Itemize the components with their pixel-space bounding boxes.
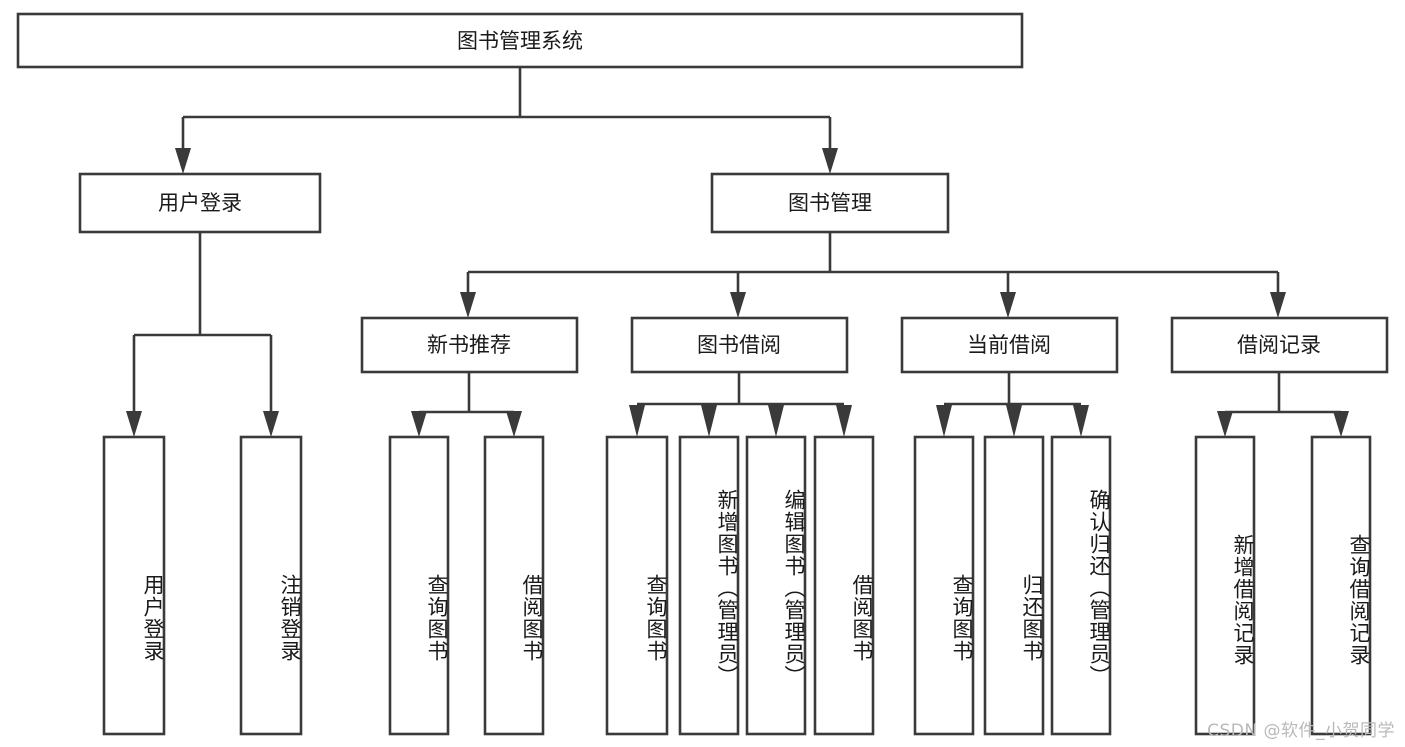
leaf-box-edit-book-admin[interactable] — [745, 435, 807, 736]
node-book-management-label: 图书管理 — [788, 191, 872, 215]
arrowhead-book-borrow-3 — [768, 405, 784, 437]
node-root-box[interactable] — [16, 12, 1024, 69]
node-current-borrow-box[interactable] — [900, 316, 1119, 374]
arrowhead-to-book-mgmt — [822, 148, 838, 174]
node-new-book-recommend-box[interactable] — [360, 316, 579, 374]
node-new-book-recommend[interactable]: 新书推荐 — [360, 316, 579, 374]
arrowhead-current-borrow-3 — [1073, 405, 1089, 437]
node-borrow-records[interactable]: 借阅记录 — [1170, 316, 1389, 374]
leaf-box-query-book-3[interactable] — [913, 435, 975, 736]
arrowhead-to-borrow-records — [1270, 292, 1286, 318]
arrowhead-user-login-2 — [263, 411, 279, 437]
leaf-box-add-record[interactable] — [1194, 435, 1256, 736]
arrowhead-book-borrow-1 — [629, 405, 645, 437]
leaf-box-logout[interactable] — [239, 435, 303, 736]
arrowhead-to-book-borrow — [730, 292, 746, 318]
node-book-borrow-box[interactable] — [630, 316, 849, 374]
node-current-borrow-label: 当前借阅 — [967, 333, 1051, 357]
node-book-management-box[interactable] — [710, 172, 950, 234]
node-book-borrow-label: 图书借阅 — [697, 333, 781, 357]
leaf-box-query-book-2[interactable] — [605, 435, 669, 736]
node-borrow-records-label: 借阅记录 — [1237, 333, 1321, 357]
leaf-box-user-login[interactable] — [102, 435, 166, 736]
node-new-book-recommend-label: 新书推荐 — [427, 333, 511, 357]
node-user-login-box[interactable] — [78, 172, 322, 234]
arrowhead-new-books-2 — [506, 411, 522, 437]
node-user-login-label: 用户登录 — [158, 191, 242, 215]
arrowhead-book-borrow-2 — [701, 405, 717, 437]
leaf-box-return-book[interactable] — [983, 435, 1045, 736]
leaf-box-borrow-book-2[interactable] — [813, 435, 875, 736]
arrowhead-user-login-1 — [126, 411, 142, 437]
connector-layer — [126, 67, 1349, 437]
node-user-login[interactable]: 用户登录 — [78, 172, 322, 234]
leaf-box-query-book-1[interactable] — [388, 435, 450, 736]
node-borrow-records-box[interactable] — [1170, 316, 1389, 374]
arrowhead-to-current-borrow — [1000, 292, 1016, 318]
arrowhead-to-new-books — [460, 292, 476, 318]
leaf-box-add-book-admin[interactable] — [678, 435, 740, 736]
arrowhead-current-borrow-2 — [1006, 405, 1022, 437]
arrowhead-to-user-login — [175, 148, 191, 174]
arrowhead-current-borrow-1 — [936, 405, 952, 437]
node-current-borrow[interactable]: 当前借阅 — [900, 316, 1119, 374]
leaf-box-borrow-book-1[interactable] — [483, 435, 545, 736]
csdn-watermark: CSDN @软件_小贺同学 — [1207, 721, 1395, 741]
arrowhead-borrow-records-1 — [1217, 411, 1233, 437]
leaf-box-query-record[interactable] — [1310, 435, 1372, 736]
leaf-box-confirm-return[interactable] — [1050, 435, 1112, 736]
arrowhead-new-books-1 — [411, 411, 427, 437]
arrowhead-book-borrow-4 — [836, 405, 852, 437]
node-book-management[interactable]: 图书管理 — [710, 172, 950, 234]
node-root[interactable]: 图书管理系统 — [16, 12, 1024, 69]
node-root-label: 图书管理系统 — [457, 29, 583, 53]
node-book-borrow[interactable]: 图书借阅 — [630, 316, 849, 374]
arrowhead-borrow-records-2 — [1333, 411, 1349, 437]
leaf-layer — [102, 435, 1372, 736]
